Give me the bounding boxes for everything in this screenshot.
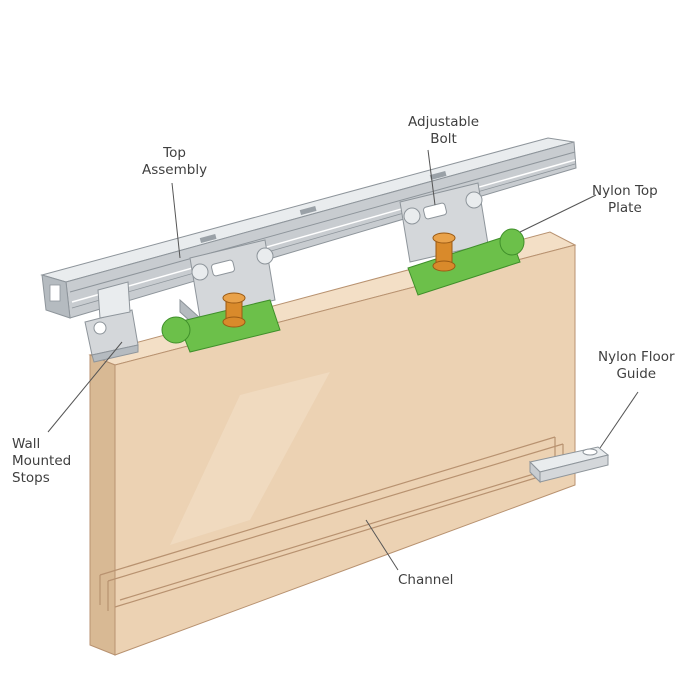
leader-nylon-floor-guide bbox=[599, 391, 639, 449]
label-wall-mounted-stops: Wall Mounted Stops bbox=[12, 436, 72, 486]
leader-adjustable-bolt bbox=[427, 149, 436, 206]
left-adjustable-bolt bbox=[222, 292, 246, 328]
door-sheen bbox=[170, 372, 330, 545]
leader-lines bbox=[47, 149, 639, 571]
label-adjustable-bolt: Adjustable Bolt bbox=[408, 114, 480, 147]
label-channel: Channel bbox=[398, 572, 454, 588]
leader-nylon-top-plate bbox=[519, 194, 597, 233]
leader-top-assembly bbox=[171, 182, 181, 259]
right-hanger bbox=[399, 182, 525, 296]
label-top-assembly: Top Assembly bbox=[142, 145, 208, 178]
right-adjustable-bolt bbox=[432, 232, 456, 272]
wall-mounted-stop bbox=[84, 281, 139, 363]
nylon-floor-guide bbox=[529, 446, 610, 484]
label-nylon-floor-guide: Nylon Floor Guide bbox=[598, 349, 675, 382]
leader-channel bbox=[365, 519, 399, 571]
label-nylon-top-plate: Nylon Top Plate bbox=[592, 183, 658, 216]
door-left-face bbox=[89, 354, 116, 656]
left-hanger bbox=[161, 239, 281, 353]
door-panel bbox=[88, 231, 577, 656]
right-nylon-plate bbox=[407, 234, 521, 296]
leader-wall-stops bbox=[47, 341, 123, 433]
